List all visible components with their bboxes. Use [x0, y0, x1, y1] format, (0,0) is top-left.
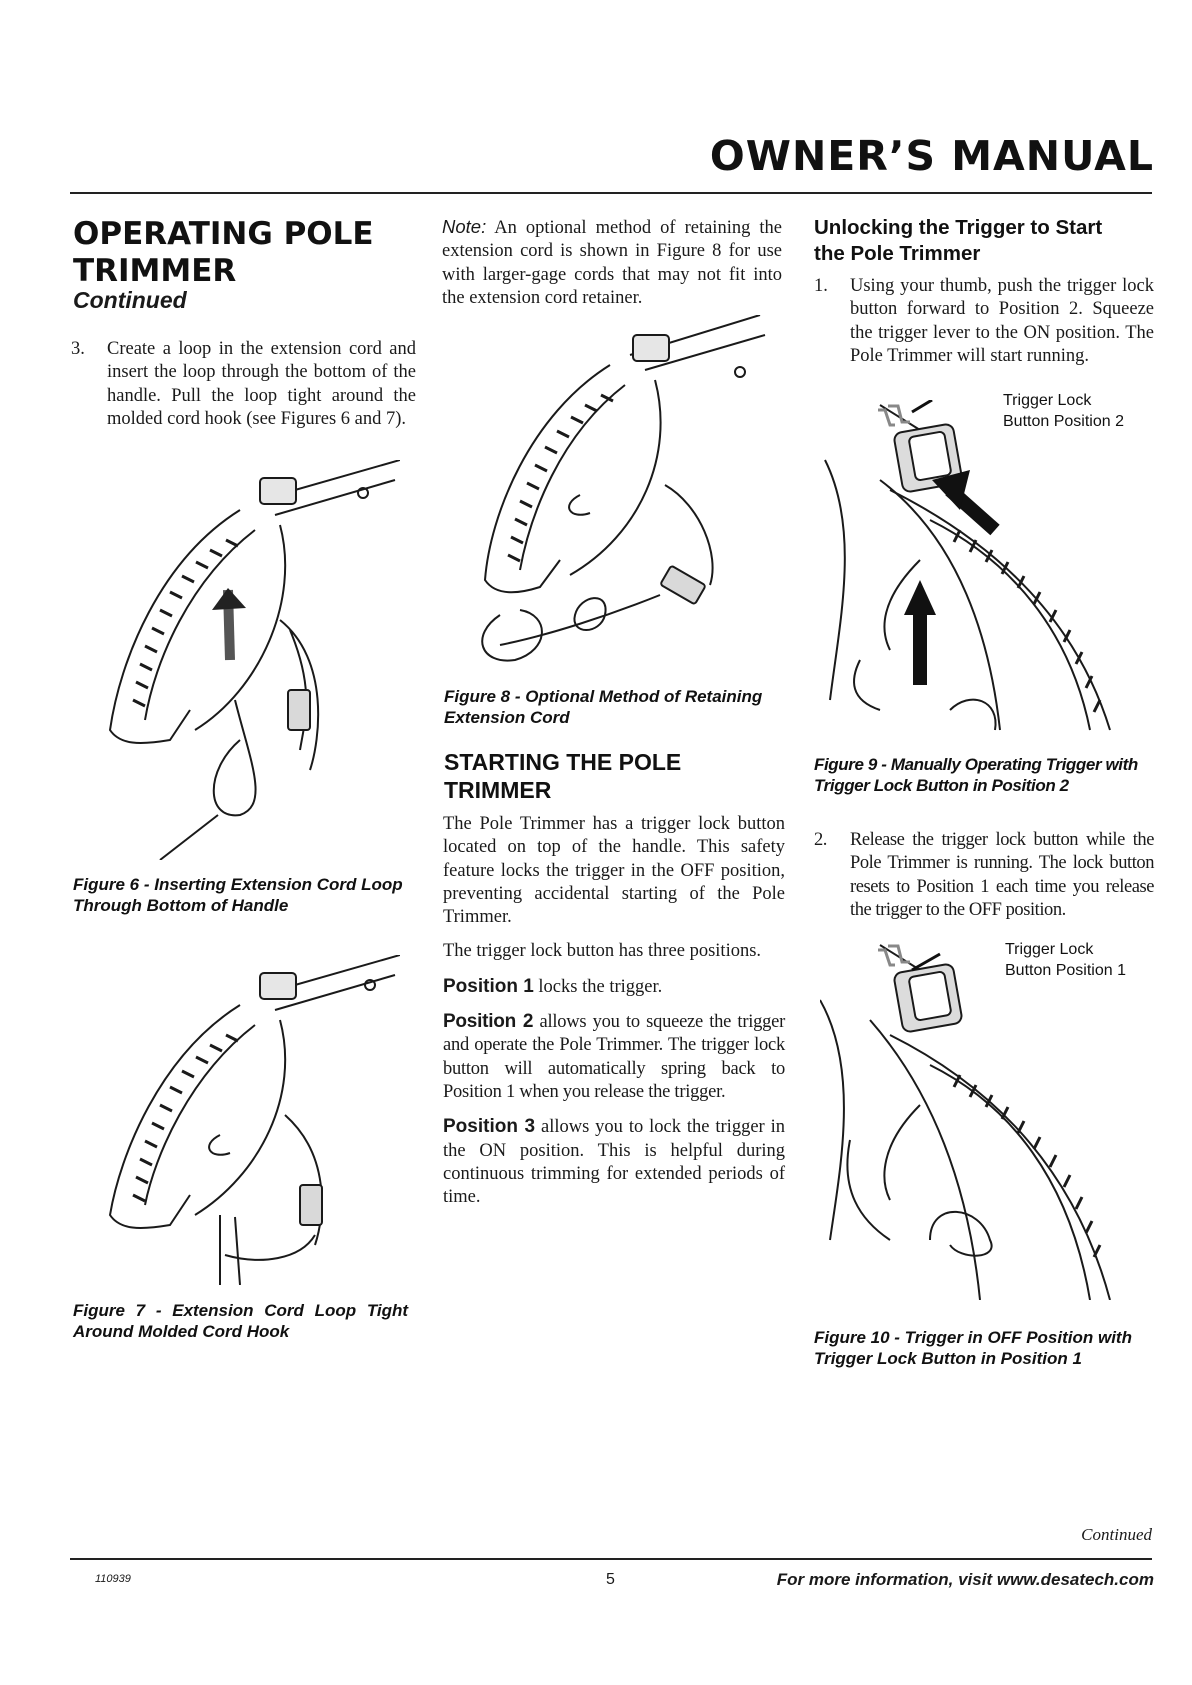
- figure-9-callout-line1: Trigger Lock: [1003, 392, 1092, 409]
- figure-10-callout-line2: Button Position 1: [1005, 962, 1126, 979]
- position-1-text: locks the trigger.: [533, 976, 663, 997]
- step-1-number: 1.: [814, 276, 828, 296]
- footer-rule: [70, 1558, 1152, 1560]
- figure-7-caption-line2: Around Molded Cord Hook: [73, 1322, 290, 1341]
- figure-9-caption-line1: Figure 9 - Manually Operating Trigger wi…: [814, 755, 1138, 774]
- position-2-label: Position 2: [443, 1011, 534, 1033]
- position-1-paragraph: Position 1 locks the trigger.: [443, 975, 785, 999]
- step-2-number: 2.: [814, 830, 827, 850]
- figure-9-caption: Figure 9 - Manually Operating Trigger wi…: [814, 754, 1159, 796]
- figure-8-caption: Figure 8 - Optional Method of Retaining …: [444, 686, 789, 728]
- position-2-text: allows you to squeeze the trigger and op…: [443, 1012, 785, 1102]
- figure-7-illustration: [108, 955, 400, 1285]
- page-header-title: OWNER’S MANUAL: [709, 132, 1154, 180]
- section-subtitle: Continued: [73, 287, 187, 313]
- figure-10-caption-line1: Figure 10 - Trigger in OFF Position with: [814, 1328, 1132, 1347]
- section-title-line1: OPERATING POLE: [73, 216, 374, 252]
- unlock-title-line1: Unlocking the Trigger to Start: [814, 216, 1103, 239]
- position-3-label: Position 3: [443, 1116, 536, 1138]
- figure-9-caption-line2: Trigger Lock Button in Position 2: [814, 776, 1069, 795]
- unlock-title-line2: the Pole Trimmer: [814, 242, 981, 265]
- figure-9-illustration: [824, 400, 1111, 731]
- position-1-label: Position 1: [443, 975, 534, 997]
- position-3-text: allows you to lock the trigger in the ON…: [443, 1117, 785, 1208]
- step-3-text: Create a loop in the extension cord and …: [107, 339, 416, 429]
- header-rule: [70, 192, 1152, 194]
- position-3-paragraph: Position 3 allows you to lock the trigge…: [443, 1115, 785, 1209]
- figure-9-callout-line2: Button Position 2: [1003, 413, 1124, 430]
- figure-10-illustration: [820, 944, 1111, 1300]
- starting-title-line1: STARTING THE POLE: [444, 749, 682, 775]
- step-3: 3. Create a loop in the extension cord a…: [71, 338, 416, 431]
- starting-title-line2: TRIMMER: [444, 777, 552, 803]
- figure-8-illustration: [481, 315, 766, 662]
- section-title-line2: TRIMMER: [73, 253, 237, 289]
- step-3-number: 3.: [71, 339, 85, 359]
- step-2: 2. Release the trigger lock button while…: [814, 829, 1154, 922]
- starting-section-title: STARTING THE POLE TRIMMER: [444, 748, 789, 804]
- figure-10-callout-line1: Trigger Lock: [1005, 941, 1094, 958]
- position-2-paragraph: Position 2 allows you to squeeze the tri…: [443, 1010, 785, 1104]
- note-text: An optional method of retaining the exte…: [442, 218, 782, 308]
- figure-6-caption-line1: Figure 6 - Inserting Extension Cord Loop: [73, 875, 403, 894]
- figure-10-callout: Trigger Lock Button Position 1: [1005, 939, 1126, 981]
- figure-6-illustration: [108, 460, 400, 860]
- figure-6-caption: Figure 6 - Inserting Extension Cord Loop…: [73, 874, 418, 916]
- figure-9-callout: Trigger Lock Button Position 2: [1003, 390, 1124, 432]
- document-number: 110939: [95, 1573, 131, 1585]
- starting-body: The Pole Trimmer has a trigger lock butt…: [443, 813, 785, 1209]
- step-1-text: Using your thumb, push the trigger lock …: [850, 276, 1154, 366]
- page-number: 5: [606, 1571, 615, 1588]
- figure-10-caption-line2: Trigger Lock Button in Position 1: [814, 1349, 1082, 1368]
- figure-8-caption-line1: Figure 8 - Optional Method of Retaining: [444, 687, 763, 706]
- figure-7-caption-line1: Figure 7 - Extension Cord Loop Tight: [73, 1301, 409, 1320]
- starting-para-1: The Pole Trimmer has a trigger lock butt…: [443, 814, 785, 928]
- continued-note: Continued: [1081, 1525, 1152, 1544]
- step-1: 1. Using your thumb, push the trigger lo…: [814, 275, 1154, 368]
- figure-8-caption-line2: Extension Cord: [444, 708, 570, 727]
- unlock-section-title: Unlocking the Trigger to Start the Pole …: [814, 215, 1164, 267]
- step-2-text: Release the trigger lock button while th…: [850, 830, 1154, 920]
- section-title: OPERATING POLE TRIMMER: [73, 216, 413, 290]
- starting-para-2: The trigger lock button has three positi…: [443, 941, 762, 962]
- figure-6-caption-line2: Through Bottom of Handle: [73, 896, 289, 915]
- note-label: Note:: [442, 216, 487, 237]
- figure-7-caption: Figure 7 - Extension Cord Loop Tight Aro…: [73, 1300, 418, 1342]
- figure-10-caption: Figure 10 - Trigger in OFF Position with…: [814, 1327, 1159, 1369]
- more-info-link-text: For more information, visit www.desatech…: [776, 1570, 1154, 1589]
- note-paragraph: Note: An optional method of retaining th…: [442, 215, 782, 310]
